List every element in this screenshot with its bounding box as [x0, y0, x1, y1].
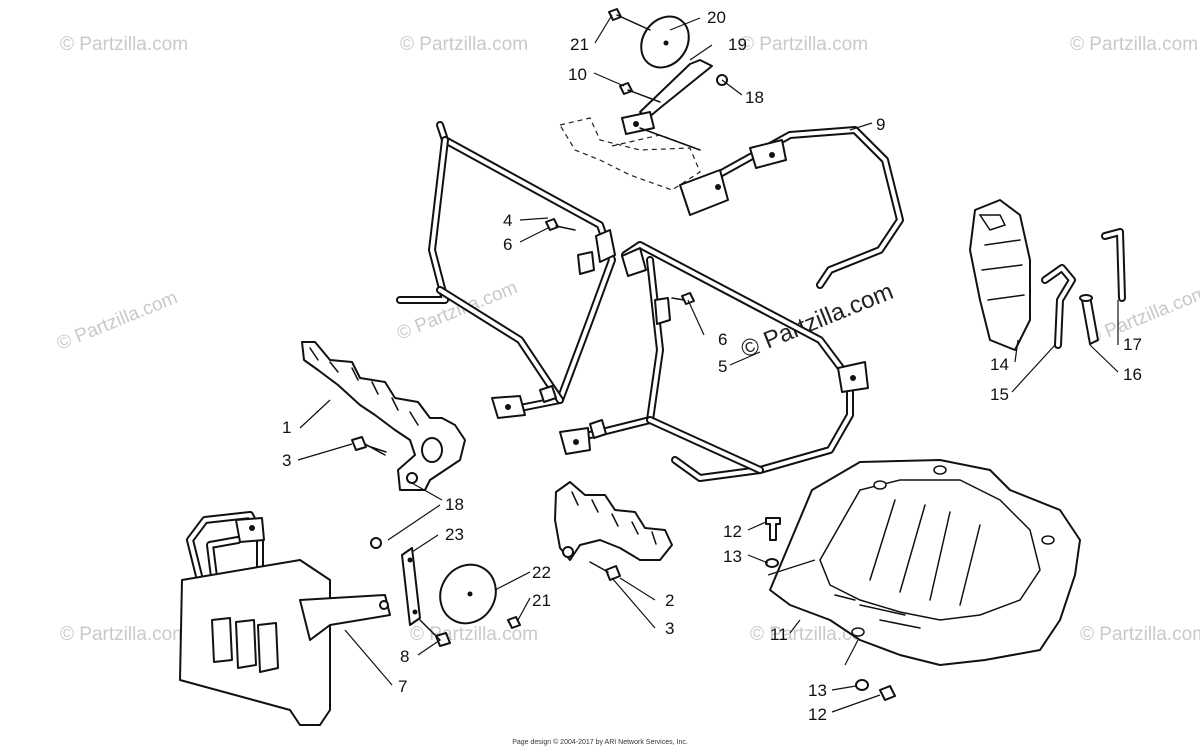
- callout-13-upper: 13: [723, 547, 742, 566]
- callout-22: 22: [532, 563, 551, 582]
- callout-16: 16: [1123, 365, 1142, 384]
- mirror-assembly-top: [608, 8, 728, 135]
- callout-21-top: 21: [570, 35, 589, 54]
- page-footer: Page design © 2004-2017 by ARI Network S…: [512, 739, 688, 746]
- callout-17: 17: [1123, 335, 1142, 354]
- watermark-text: © Partzilla.com: [1070, 34, 1198, 55]
- callout-10: 10: [568, 65, 587, 84]
- bolt-6-upper: [545, 218, 576, 231]
- watermark-text: © Partzilla.com: [394, 277, 521, 344]
- callout-2: 2: [665, 591, 674, 610]
- callout-13-lower: 13: [808, 681, 827, 700]
- leader-lines: [297, 14, 1119, 713]
- skid-plate: [767, 459, 1081, 666]
- callout-labels: 20 21 19 10 18 9 4 6 6 5 1 3 18 23 22 21…: [282, 8, 1142, 724]
- callout-19: 19: [728, 35, 747, 54]
- right-frame: [559, 241, 869, 482]
- callout-5: 5: [718, 357, 727, 376]
- watermark-text: © Partzilla.com: [54, 287, 181, 354]
- callout-4: 4: [503, 211, 512, 230]
- callout-12-upper: 12: [723, 522, 742, 541]
- bolt-6-lower: [671, 292, 695, 305]
- watermark-text: © Partzilla.com: [60, 624, 188, 645]
- bolt-3-right: [589, 561, 621, 581]
- callout-3-left: 3: [282, 451, 291, 470]
- callout-8: 8: [400, 647, 409, 666]
- watermark-text: © Partzilla.com: [740, 34, 868, 55]
- callout-12-lower: 12: [808, 705, 827, 724]
- tool-kit-parts: [969, 199, 1126, 351]
- callout-1: 1: [282, 418, 291, 437]
- rear-grab-bar: [679, 126, 904, 289]
- callout-6-upper: 6: [503, 235, 512, 254]
- callout-7: 7: [398, 677, 407, 696]
- bolt-3-left: [351, 436, 387, 456]
- watermark-text: © Partzilla.com: [1084, 282, 1200, 349]
- callout-20: 20: [707, 8, 726, 27]
- front-bumper: [179, 511, 391, 726]
- watermark-text: © Partzilla.com: [400, 34, 528, 55]
- watermark-text: © Partzilla.com: [1080, 624, 1200, 645]
- callout-18-top: 18: [745, 88, 764, 107]
- callout-23: 23: [445, 525, 464, 544]
- callout-9: 9: [876, 115, 885, 134]
- callout-11: 11: [770, 625, 788, 644]
- callout-14: 14: [990, 355, 1009, 374]
- callout-6-lower: 6: [718, 330, 727, 349]
- reference-bracket: [559, 117, 701, 191]
- callout-21-lower: 21: [532, 591, 551, 610]
- callout-3-right: 3: [665, 619, 674, 638]
- watermark-text: © Partzilla.com: [60, 34, 188, 55]
- footpeg-left: [301, 341, 466, 491]
- watermark-text: © Partzilla.com: [410, 624, 538, 645]
- footpeg-right: [554, 481, 673, 561]
- reflector-assembly-lower: [370, 537, 521, 647]
- left-frame: [396, 121, 616, 419]
- watermark-text-main: © Partzilla.com: [737, 278, 897, 364]
- callout-18-lower: 18: [445, 495, 464, 514]
- callout-15: 15: [990, 385, 1009, 404]
- skid-bolts: [765, 517, 896, 701]
